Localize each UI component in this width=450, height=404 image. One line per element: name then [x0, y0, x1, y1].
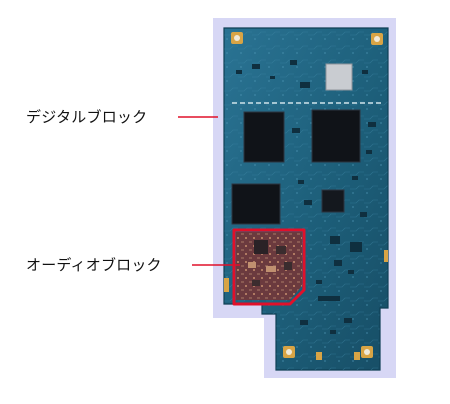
main-processor-chip	[243, 111, 285, 163]
mounting-hole	[283, 346, 295, 358]
audio-block-label: オーディオブロック	[26, 256, 162, 274]
controller-chip	[321, 189, 345, 213]
small-components	[236, 60, 376, 334]
mounting-hole	[361, 346, 373, 358]
gold-pads	[224, 250, 388, 360]
shield-can	[325, 63, 353, 91]
digital-block-label: デジタルブロック	[26, 108, 148, 126]
mounting-hole	[231, 32, 243, 44]
memory-chip	[311, 109, 361, 163]
audio-block-highlight	[232, 228, 306, 306]
flash-chip	[231, 183, 281, 225]
mounting-hole	[371, 33, 383, 45]
